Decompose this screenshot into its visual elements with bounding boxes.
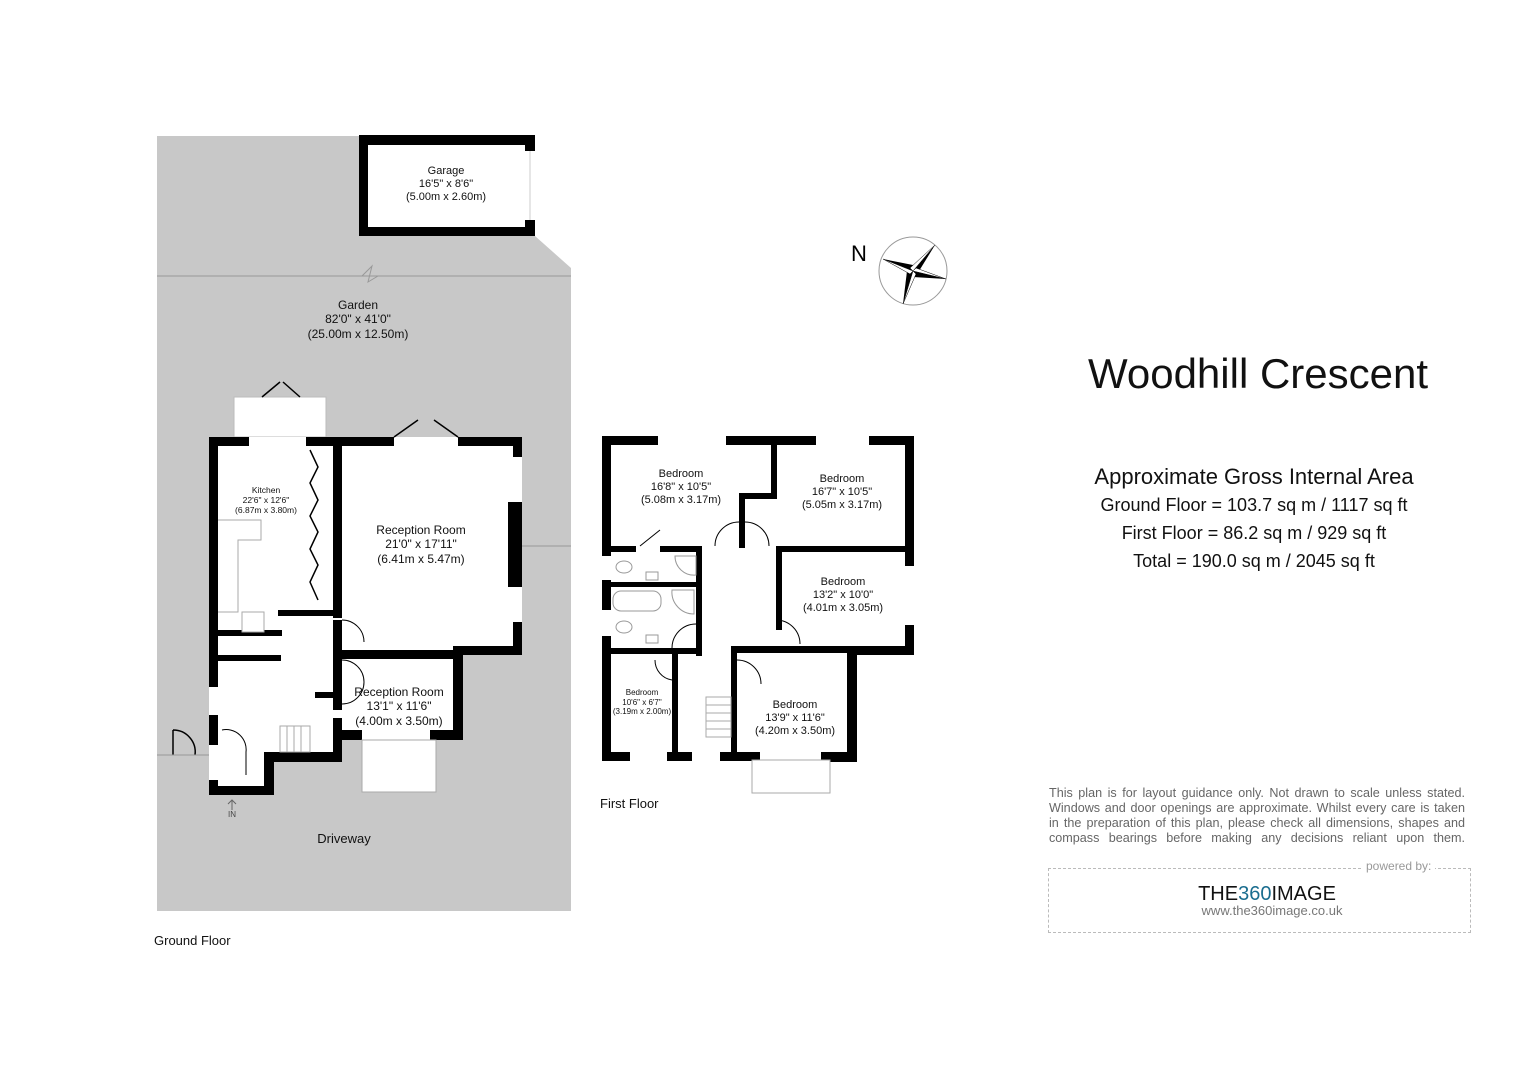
area-summary: Approximate Gross Internal Area Ground F… [1094,462,1413,575]
first-floor-label: First Floor [600,796,659,811]
branding-box [1048,868,1471,933]
brand-logo: THE360IMAGE [1198,883,1336,905]
powered-by-label: powered by: [1362,859,1436,873]
room-label-reception-room-2: Reception Room 13'1" x 11'6" (4.00m x 3.… [354,685,444,728]
brand-url-link[interactable]: www.the360image.co.uk [1201,903,1343,918]
disclaimer-text: This plan is for layout guidance only. N… [1049,786,1465,845]
room-label-garden: Garden 82'0" x 41'0" (25.00m x 12.50m) [307,298,409,341]
room-label-garage: Garage 16'5" x 8'6" (5.00m x 2.60m) [405,165,487,204]
compass-rose-icon [878,236,948,306]
area-first-floor: First Floor = 86.2 sq m / 929 sq ft [1121,523,1387,543]
room-label-reception-room-1: Reception Room 21'0" x 17'11" (6.41m x 5… [376,523,466,566]
room-label-bedroom-1: Bedroom 16'8" x 10'5" (5.08m x 3.17m) [640,468,722,507]
compass-north-label: N [851,241,867,266]
room-label-kitchen: Kitchen 22'6" x 12'6" (6.87m x 3.80m) [235,485,297,516]
garage [359,135,535,236]
room-label-bedroom-5: Bedroom 13'9" x 11'6" (4.20m x 3.50m) [754,699,836,738]
area-heading: Approximate Gross Internal Area [1094,464,1414,489]
room-label-bedroom-2: Bedroom 16'7" x 10'5" (5.05m x 3.17m) [801,473,883,512]
area-ground-floor: Ground Floor = 103.7 sq m / 1117 sq ft [1100,495,1408,515]
area-total: Total = 190.0 sq m / 2045 sq ft [1133,551,1375,571]
ground-floor-house [157,381,571,810]
room-label-bedroom-4: Bedroom 10'6" x 6'7" (3.19m x 2.00m) [612,688,672,717]
area-label-driveway: Driveway [317,831,371,846]
ground-floor-label: Ground Floor [154,933,231,948]
first-floor-house [602,436,914,794]
room-label-bedroom-3: Bedroom 13'2" x 10'0" (4.01m x 3.05m) [802,576,884,615]
property-title: Woodhill Crescent [1087,350,1429,397]
entrance-label: IN [228,810,236,819]
